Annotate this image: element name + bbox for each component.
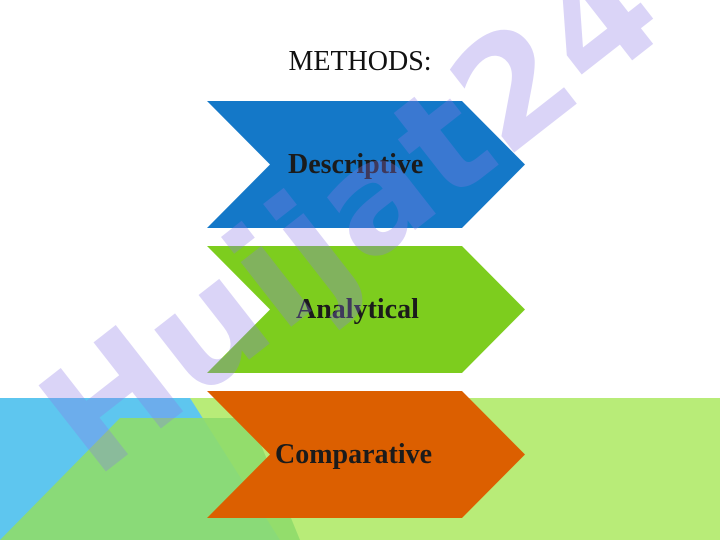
chevron-comparative: Comparative	[207, 391, 525, 518]
chevron-comparative-label: Comparative	[275, 439, 433, 470]
chevron-analytical: Analytical	[207, 246, 525, 373]
slide-title: METHODS:	[288, 46, 432, 77]
chevron-descriptive-shape	[207, 101, 525, 228]
chevron-descriptive: Descriptive	[207, 101, 525, 228]
chevron-comparative-shape	[207, 391, 525, 518]
chevron-descriptive-label: Descriptive	[288, 149, 424, 180]
chevron-analytical-shape	[207, 246, 525, 373]
chevron-analytical-label: Analytical	[296, 294, 419, 325]
